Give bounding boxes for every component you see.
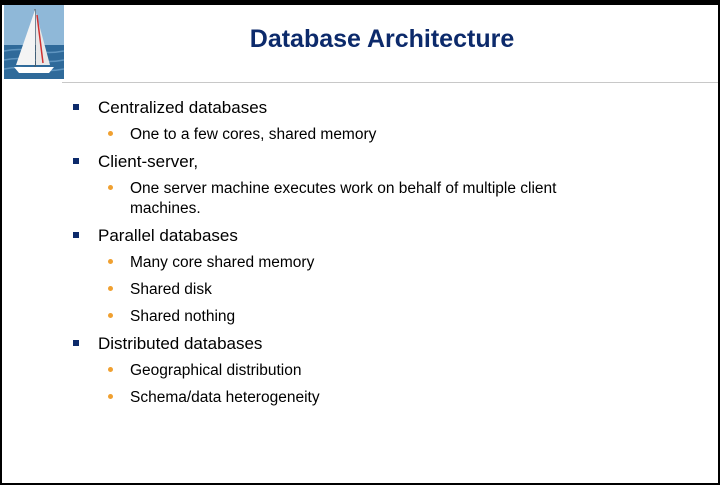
sub-bullet-item: Schema/data heterogeneity <box>2 388 610 408</box>
sub-bullet-text: One to a few cores, shared memory <box>130 126 377 143</box>
square-bullet-icon <box>73 104 79 110</box>
sub-bullet-item: Shared disk <box>2 280 610 300</box>
sub-bullet-item: Many core shared memory <box>2 253 610 273</box>
sub-bullet-text: Geographical distribution <box>130 362 302 379</box>
square-bullet-icon <box>73 158 79 164</box>
bullet-text: Distributed databases <box>98 334 263 353</box>
bullet-list: Centralized databases One to a few cores… <box>2 91 718 408</box>
dot-bullet-icon <box>108 185 113 190</box>
dot-bullet-icon <box>108 131 113 136</box>
sub-bullet-text: Many core shared memory <box>130 254 315 271</box>
sub-bullet-item: One server machine executes work on beha… <box>2 179 610 219</box>
sub-bullet-item: Shared nothing <box>2 307 610 327</box>
square-bullet-icon <box>73 232 79 238</box>
dot-bullet-icon <box>108 286 113 291</box>
title-divider <box>62 82 718 83</box>
dot-bullet-icon <box>108 313 113 318</box>
dot-bullet-icon <box>108 394 113 399</box>
slide-title: Database Architecture <box>249 25 515 53</box>
sub-bullet-item: One to a few cores, shared memory <box>2 125 610 145</box>
bullet-text: Client-server, <box>98 152 199 171</box>
sub-bullet-text: Schema/data heterogeneity <box>130 389 320 406</box>
bullet-item: Centralized databases <box>2 97 718 118</box>
sub-bullet-text: Shared nothing <box>130 308 236 325</box>
slide: Database Architecture Centralized databa… <box>2 5 718 483</box>
sub-bullet-text: One server machine executes work on beha… <box>130 180 557 217</box>
bullet-text: Centralized databases <box>98 98 268 117</box>
bullet-item: Client-server, <box>2 151 718 172</box>
dot-bullet-icon <box>108 367 113 372</box>
dot-bullet-icon <box>108 259 113 264</box>
sub-bullet-text: Shared disk <box>130 281 212 298</box>
bullet-item: Parallel databases <box>2 225 718 246</box>
bullet-text: Parallel databases <box>98 226 238 245</box>
sub-bullet-item: Geographical distribution <box>2 361 610 381</box>
bullet-item: Distributed databases <box>2 333 718 354</box>
sailboat-logo-icon <box>4 5 64 79</box>
square-bullet-icon <box>73 340 79 346</box>
